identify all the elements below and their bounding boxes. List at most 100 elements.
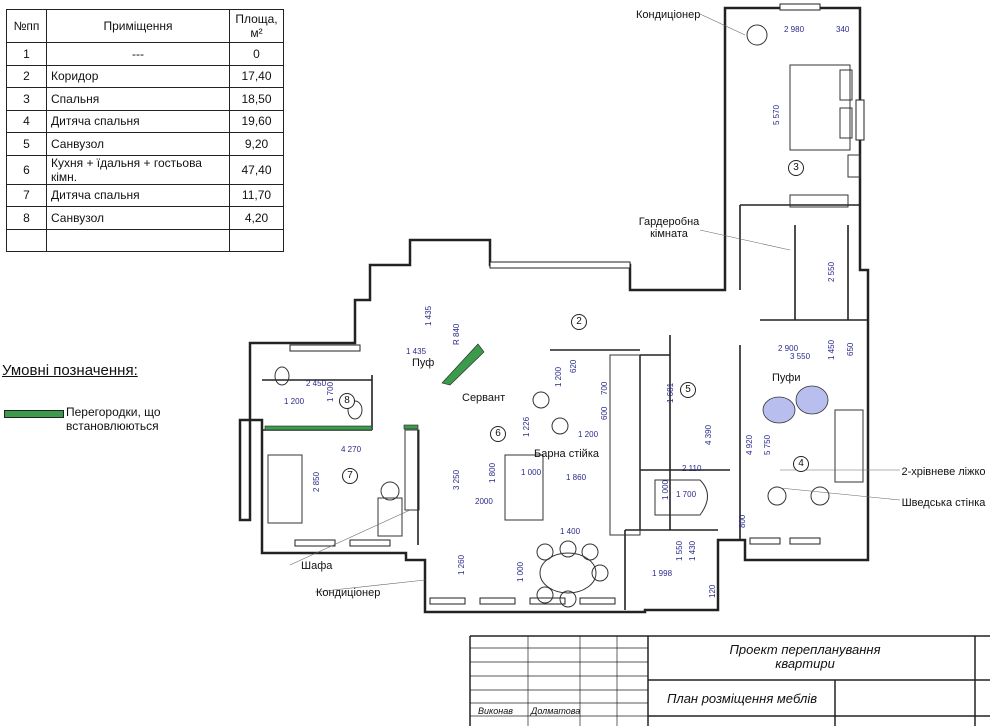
table-cell: 17,40 (229, 64, 284, 88)
dimension: 340 (836, 25, 850, 34)
room-number: 4 (793, 456, 809, 472)
table-header: №пп (6, 9, 47, 43)
table-cell: 4 (6, 109, 47, 133)
table-cell: 11,70 (229, 183, 284, 207)
table-header: Площа, м² (229, 9, 284, 43)
furniture (267, 24, 864, 608)
author-role: Виконав (478, 706, 513, 716)
dimension: 1 430 (688, 540, 697, 561)
author-name: Долматова (531, 706, 581, 716)
dimension: 3 550 (790, 352, 811, 361)
room-number: 7 (342, 468, 358, 484)
dimension: 1 200 (578, 430, 599, 439)
dimension: 1 226 (522, 416, 531, 437)
label-bar: Барна стійка (534, 448, 600, 460)
room-number: 3 (788, 160, 804, 176)
dimension: 3 250 (452, 469, 461, 490)
table-cell: Дитяча спальня (46, 183, 230, 207)
dimension: 1 400 (560, 527, 581, 536)
dimension: 700 (600, 381, 609, 395)
dimension: 120 (708, 584, 717, 598)
dimension: 1 000 (516, 561, 525, 582)
dimension: 800 (738, 514, 747, 528)
label-bunk-bed: 2-хрівневе ліжко (901, 466, 986, 478)
dimension: 2 110 (682, 464, 702, 473)
table-cell: 4,20 (229, 206, 284, 230)
dimension: 600 (600, 406, 609, 420)
dimension: 5 750 (763, 434, 772, 455)
label-conditioner-top: Кондиціонер (636, 9, 701, 21)
sheet-title: План розміщення меблів (666, 691, 818, 706)
room-number: 2 (571, 314, 587, 330)
title-block-grid (470, 636, 648, 726)
dimension: 2 550 (827, 261, 836, 282)
table-cell: Коридор (46, 64, 230, 88)
room-number: 8 (339, 393, 355, 409)
legend-title: Умовні позначення: (2, 362, 138, 379)
dimension: 2 980 (784, 25, 805, 34)
dimension: 620 (569, 359, 578, 373)
table-cell: Санвузол (46, 206, 230, 230)
table-cell: 19,60 (229, 109, 284, 133)
dimension: 4 390 (704, 424, 713, 445)
label-puf: Пуф (412, 357, 435, 369)
dimension: 2 900 (778, 344, 799, 353)
dimension: 1 550 (675, 540, 684, 561)
dimension: 1 435 (424, 305, 433, 326)
table-row: 1---0 (6, 42, 284, 66)
dimension: R 840 (452, 323, 461, 345)
label-wardrobe: Гардеробна кімната (638, 216, 700, 240)
dimension: 1 700 (326, 381, 335, 402)
dimension: 4 920 (745, 434, 754, 455)
label-swedish-wall: Шведська стінка (901, 497, 986, 509)
label-wardrobe-shafa: Шафа (301, 560, 333, 572)
label-conditioner-bottom: Кондиціонер (316, 587, 381, 599)
legend-partition-text: Перегородки, що встановлюються (66, 405, 161, 433)
dimension: 1 800 (488, 462, 497, 483)
table-cell: 6 (6, 154, 47, 185)
label-poufs: Пуфи (772, 372, 801, 384)
dimension: 1 860 (566, 473, 587, 482)
poufs (762, 385, 829, 424)
room-number: 6 (490, 426, 506, 442)
dimension: 2 450 (306, 379, 327, 388)
table-header-row: №пп Приміщення Площа, м² (6, 9, 284, 43)
table-header: Приміщення (46, 9, 230, 43)
dimension: 1 200 (554, 366, 563, 387)
dimension: 1 000 (661, 479, 670, 500)
title-block-lines (469, 635, 990, 726)
leaders (289, 13, 901, 593)
dimension: 1 681 (666, 382, 675, 403)
windows (289, 3, 865, 605)
outer-walls (238, 6, 870, 614)
partitions (264, 343, 485, 431)
dimension: 4 270 (341, 445, 362, 454)
dimension: 2000 (475, 497, 493, 506)
table-row (6, 228, 284, 252)
dimension: 1 000 (521, 468, 542, 477)
partition-swatch (4, 410, 64, 418)
dimension: 1 200 (284, 397, 305, 406)
table-cell: 47,40 (229, 154, 284, 185)
table-cell: Кухня + їдальня + гостьова кімн. (46, 154, 230, 185)
table-cell (229, 228, 284, 252)
dimension: 1 450 (827, 339, 836, 360)
label-servant: Сервант (462, 392, 506, 404)
dimension: 1 998 (652, 569, 673, 578)
table-cell: 18,50 (229, 87, 284, 111)
dimension: 1 435 (406, 347, 427, 356)
project-title: Проект перепланування квартири (729, 642, 881, 671)
dimension: 650 (846, 342, 855, 356)
dimension: 5 570 (772, 104, 781, 125)
dimension: 1 700 (676, 490, 697, 499)
dimension: 1 260 (457, 554, 466, 575)
dimension: 2 850 (312, 471, 321, 492)
